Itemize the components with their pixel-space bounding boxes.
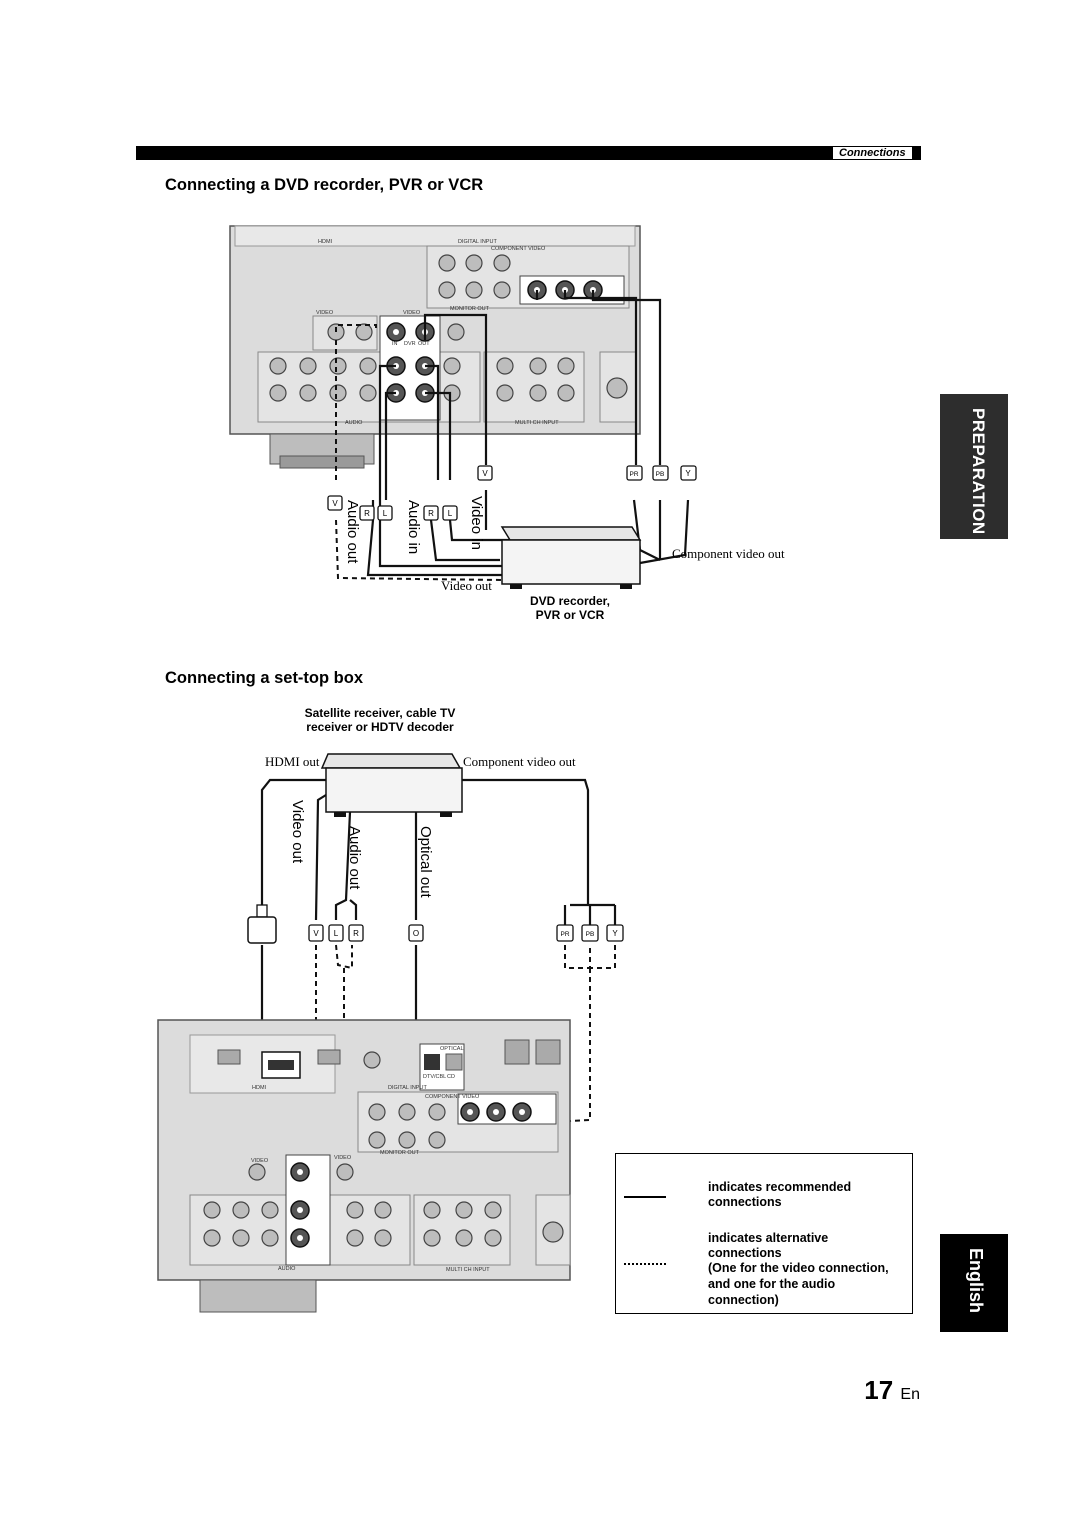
plug-r-2: R — [428, 509, 434, 518]
label-video-out-1: Video out — [441, 578, 492, 593]
plug-l-2: L — [448, 509, 453, 518]
tab-preparation: PREPARATION — [940, 394, 1008, 539]
recommended-cables-1 — [366, 290, 690, 577]
legend-note-line1: (One for the video connection, — [708, 1261, 889, 1275]
label-audio-out-1: Audio out — [344, 500, 361, 564]
page-number-value: 17 — [864, 1375, 894, 1405]
plug-y-1: Y — [685, 469, 691, 478]
legend-solid-line — [624, 1196, 666, 1198]
set-top-box-caption: Satellite receiver, cable TV receiver or… — [280, 706, 480, 734]
label-component-video-out-2: Component video out — [463, 754, 576, 769]
panel-label-out: OUT — [418, 341, 430, 347]
header-bar — [136, 146, 921, 160]
dvd-recorder-caption-line1: DVD recorder, — [529, 594, 611, 608]
legend-note-line3: connection) — [708, 1293, 779, 1307]
legend-dotted-line — [624, 1263, 666, 1265]
panel-label-digital-input-2: DIGITAL INPUT — [388, 1085, 427, 1091]
label-video-in: Video in — [468, 496, 485, 550]
dvd-recorder-caption: DVD recorder, PVR or VCR — [470, 594, 670, 622]
panel-label-component-video-2: COMPONENT VIDEO — [425, 1094, 480, 1100]
panel-label-monitor-out-2: MONITOR OUT — [380, 1150, 420, 1156]
plug-v-3: V — [313, 929, 319, 938]
panel-label-digital-input: DIGITAL INPUT — [458, 239, 497, 245]
plug-l-1: L — [383, 509, 388, 518]
legend-alternative-line2: connections — [708, 1246, 782, 1260]
panel-label-multi-ch-input-2: MULTI CH INPUT — [446, 1267, 490, 1273]
panel-label-video-dvr: VIDEO — [403, 310, 421, 316]
tab-english: English — [940, 1234, 1008, 1332]
plug-o: O — [413, 929, 419, 938]
panel-label-monitor-out: MONITOR OUT — [450, 306, 490, 312]
alternative-cables-1 — [335, 324, 503, 581]
plug-l-3: L — [334, 929, 339, 938]
panel-label-cd: CD — [447, 1074, 455, 1080]
set-top-box-caption-line1: Satellite receiver, cable TV — [304, 706, 456, 720]
label-hdmi-out: HDMI out — [265, 754, 320, 769]
set-top-box-device — [320, 753, 463, 817]
section-title-set-top-box: Connecting a set-top box — [165, 669, 363, 687]
plug-pb-2: PB — [586, 931, 595, 938]
plug-v-2: V — [482, 469, 488, 478]
plug-v-1: V — [332, 499, 338, 508]
panel-label-hdmi-2: HDMI — [252, 1085, 267, 1091]
legend-alternative-line1: indicates alternative — [708, 1231, 829, 1245]
dvd-recorder-caption-line2: PVR or VCR — [535, 608, 605, 622]
set-top-box-caption-line2: receiver or HDTV decoder — [306, 720, 454, 734]
label-audio-out-2: Audio out — [346, 826, 363, 890]
section-tag: Connections — [832, 146, 913, 160]
label-optical-out: Optical out — [417, 826, 434, 899]
legend-recommended-line1: indicates recommended — [708, 1180, 852, 1194]
connection-legend: indicates recommended connections indica… — [615, 1153, 913, 1314]
panel-label-component-video: COMPONENT VIDEO — [491, 246, 546, 252]
dvd-recorder-device — [500, 526, 642, 589]
plug-r-3: R — [353, 929, 359, 938]
page-number: 17 En — [864, 1375, 920, 1406]
receiver-rear-panel-bottom — [157, 1019, 571, 1313]
legend-note-line2: and one for the audio — [708, 1277, 836, 1291]
label-audio-in: Audio in — [405, 500, 422, 554]
panel-label-dtv-cbl: DTV/CBL — [423, 1074, 446, 1080]
plug-pb-1: PB — [656, 471, 665, 478]
label-component-video-out-1: Component video out — [672, 546, 785, 561]
panel-label-audio-2: AUDIO — [278, 1266, 296, 1272]
panel-label-video-3: VIDEO — [334, 1155, 352, 1161]
hdmi-plug — [247, 904, 277, 944]
plug-y-2: Y — [612, 929, 618, 938]
plug-r-1: R — [364, 509, 370, 518]
panel-label-optical: OPTICAL — [440, 1046, 464, 1052]
panel-label-hdmi: HDMI — [318, 239, 333, 245]
legend-recommended-line2: connections — [708, 1195, 782, 1209]
plug-pr-2: PR — [560, 931, 569, 938]
panel-label-audio: AUDIO — [345, 420, 363, 426]
section-title-dvd-recorder: Connecting a DVD recorder, PVR or VCR — [165, 176, 484, 194]
panel-label-video: VIDEO — [316, 310, 334, 316]
plug-pr-1: PR — [629, 471, 638, 478]
label-video-out-2: Video out — [289, 800, 306, 864]
panel-label-multi-ch-input: MULTI CH INPUT — [515, 420, 559, 426]
panel-label-video-2: VIDEO — [251, 1158, 269, 1164]
panel-label-in: IN — [392, 341, 398, 347]
panel-label-dvr: DVR — [404, 341, 416, 347]
page-number-suffix: En — [900, 1386, 920, 1403]
